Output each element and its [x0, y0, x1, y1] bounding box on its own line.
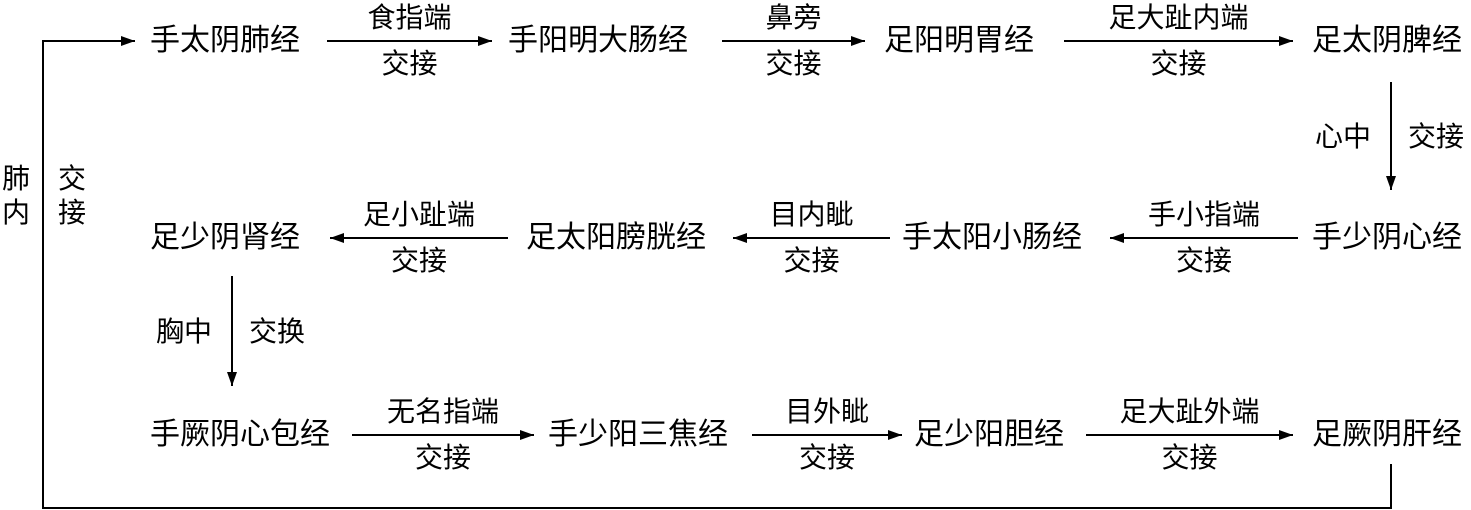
edge-label-right: 交接	[1408, 120, 1465, 153]
edge-label-bottom: 交接	[390, 244, 447, 277]
edge-label-bottom: 交接	[1175, 244, 1232, 277]
edge-label-left: 心中	[1315, 120, 1372, 153]
node-small-intestine-meridian: 手太阳小肠经	[902, 220, 1082, 255]
node-bladder-meridian: 足太阳膀胱经	[526, 220, 706, 255]
edge-label-bottom: 交接	[1161, 441, 1218, 474]
edge-label-bottom: 交接	[783, 244, 840, 277]
edge-label-right: 交换	[249, 315, 306, 348]
edge-label-top: 足大趾外端	[1119, 395, 1260, 428]
edge-label-top: 足小趾端	[362, 198, 475, 231]
node-large-intestine-meridian: 手阳明大肠经	[508, 23, 688, 58]
node-heart-meridian: 手少阴心经	[1312, 220, 1462, 255]
edge-label-bottom: 交接	[1150, 47, 1207, 80]
arrow-liver-to-lung-loop	[42, 36, 1392, 509]
node-lung-meridian: 手太阴肺经	[150, 23, 300, 58]
edge-label-top: 食指端	[367, 1, 452, 34]
edge-label-top: 目内眦	[769, 198, 854, 231]
edge-label-bottom: 交接	[798, 441, 855, 474]
node-pericardium-meridian: 手厥阴心包经	[150, 417, 330, 452]
edge-label-top: 目外眦	[784, 395, 869, 428]
edge-label-bottom: 交接	[414, 441, 471, 474]
edge-label-bottom: 交接	[381, 47, 438, 80]
edge-label-left: 肺内	[1, 162, 30, 229]
node-liver-meridian: 足厥阴肝经	[1312, 417, 1462, 452]
edge-label-bottom: 交接	[765, 47, 822, 80]
edge-label-right: 交接	[57, 162, 86, 229]
node-sanjiao-meridian: 手少阳三焦经	[548, 417, 728, 452]
node-stomach-meridian: 足阳明胃经	[884, 23, 1034, 58]
edge-label-left: 胸中	[156, 315, 213, 348]
node-kidney-meridian: 足少阴肾经	[150, 220, 300, 255]
edge-label-top: 手小指端	[1147, 198, 1260, 231]
edge-label-top: 鼻旁	[765, 1, 822, 34]
edge-label-top: 足大趾内端	[1108, 1, 1249, 34]
node-spleen-meridian: 足太阴脾经	[1312, 23, 1462, 58]
edge-label-top: 无名指端	[386, 395, 499, 428]
node-gallbladder-meridian: 足少阳胆经	[914, 417, 1064, 452]
